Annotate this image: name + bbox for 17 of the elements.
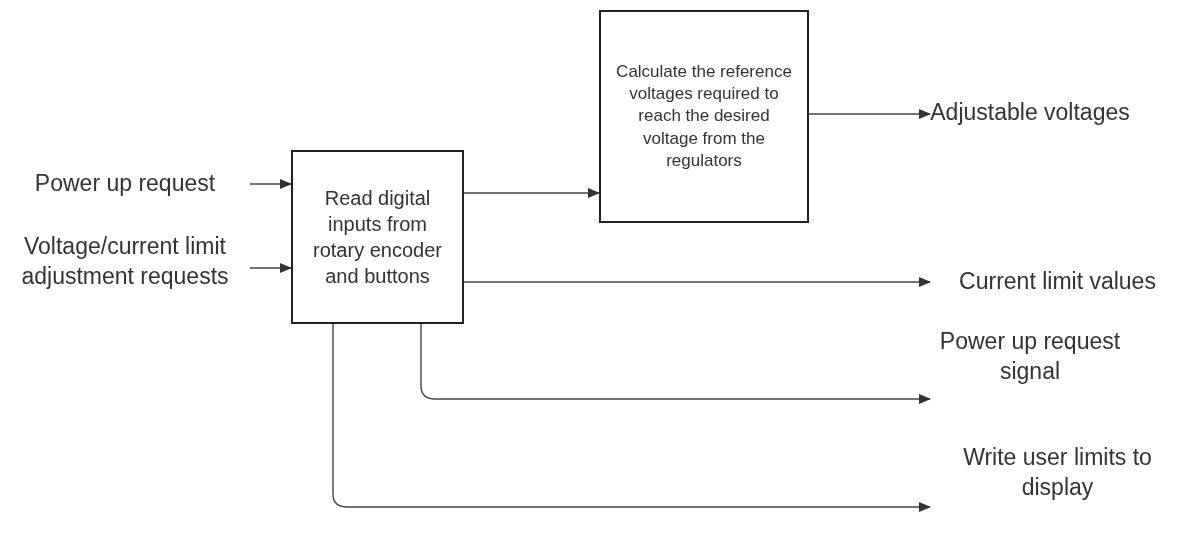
box-label: Read digital inputs from rotary encoder and buttons — [312, 186, 443, 289]
signal-label: Write user limits to display — [962, 443, 1153, 502]
box-label: Calculate the reference voltages required to reach the desired voltage from the regulators — [615, 61, 793, 172]
arrow — [249, 179, 292, 189]
signal-label: Power up request — [34, 169, 216, 199]
signal-label: Voltage/current limit adjustment requests — [20, 232, 230, 291]
arrow — [463, 188, 600, 198]
arrow — [420, 323, 931, 404]
process-box — [291, 150, 464, 324]
signal-label: Adjustable voltages — [930, 98, 1130, 128]
arrow — [332, 323, 931, 512]
arrow — [808, 109, 931, 119]
signal-label: Current limit values — [959, 267, 1156, 297]
process-box — [599, 10, 809, 223]
arrow — [463, 277, 931, 287]
signal-label: Power up request signal — [938, 327, 1122, 386]
arrow — [249, 263, 292, 273]
